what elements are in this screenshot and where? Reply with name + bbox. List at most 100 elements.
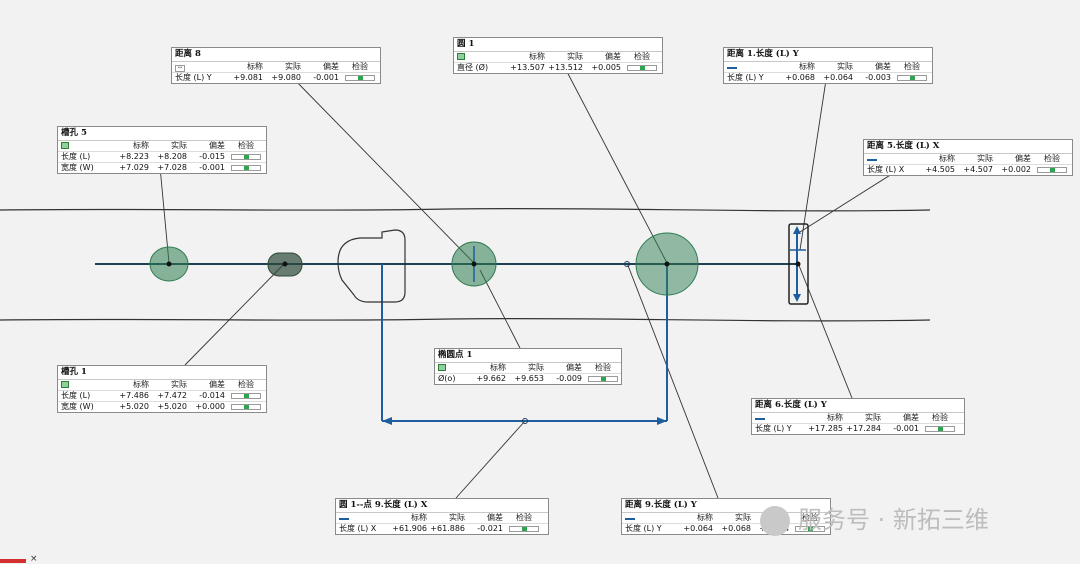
dim-arrow-right	[657, 417, 667, 425]
nominal-value: +8.223	[119, 152, 149, 161]
actual-value: +5.020	[157, 402, 187, 411]
col-deviation: 偏差	[1015, 154, 1031, 163]
actual-value: +7.028	[157, 163, 187, 172]
corner-red-marker	[0, 559, 26, 563]
tolerance-bar	[795, 526, 825, 532]
col-check: 检验	[634, 52, 650, 61]
callout-title: 槽孔 1	[58, 366, 266, 380]
deviation-value: -0.001	[199, 163, 225, 172]
dist-arrowhead-bottom	[793, 294, 801, 302]
callout-title: 槽孔 5	[58, 127, 266, 141]
col-actual: 实际	[865, 413, 881, 422]
tolerance-bar	[345, 75, 375, 81]
dim-arrow-left	[382, 417, 392, 425]
actual-value: +0.068	[721, 524, 751, 533]
nominal-value: +9.662	[476, 374, 506, 383]
row-label: 长度 (L) X	[867, 165, 905, 174]
row-label: 长度 (L) Y	[727, 73, 764, 82]
tolerance-bar	[231, 154, 261, 160]
leader-ellipse1	[479, 269, 521, 349]
row-label: Ø(o)	[438, 374, 456, 383]
deviation-value: +0.000	[195, 402, 225, 411]
deviation-value: -0.014	[199, 391, 225, 400]
callout-distance-5[interactable]: 距离 5.长度 (L) X 标称实际偏差检验 长度 (L) X+4.505+4.…	[863, 139, 1073, 176]
tolerance-bar	[1037, 167, 1067, 173]
leader-lines	[159, 67, 896, 499]
row-label: 直径 (Ø)	[457, 63, 489, 72]
part-cutout-outline	[337, 229, 406, 303]
callout-ellipse-1[interactable]: 椭圆点 1 标称实际偏差检验 Ø(o)+9.662+9.653-0.009	[434, 348, 622, 385]
nominal-value: +17.285	[808, 424, 843, 433]
deviation-value: -0.003	[865, 73, 891, 82]
watermark-text: 服务号 · 新拓三维	[798, 506, 989, 534]
point9	[624, 261, 630, 267]
col-check: 检验	[932, 413, 948, 422]
callout-circle1-point9[interactable]: 圆 1--点 9.长度 (L) X 标称实际偏差检验 长度 (L) X+61.9…	[335, 498, 549, 535]
deviation-value: -0.001	[893, 424, 919, 433]
callout-title: 距离 9.长度 (L) Y	[622, 499, 830, 513]
nominal-value: +5.020	[119, 402, 149, 411]
callout-circle-1[interactable]: 圆 1 标称实际偏差检验 直径 (Ø)+13.507+13.512+0.005	[453, 37, 663, 74]
col-actual: 实际	[735, 513, 751, 522]
actual-value: +61.886	[430, 524, 465, 533]
distance-icon	[339, 515, 349, 520]
col-check: 检验	[904, 62, 920, 71]
col-check: 检验	[516, 513, 532, 522]
col-actual: 实际	[528, 363, 544, 372]
close-icon[interactable]: ×	[30, 554, 38, 564]
col-check: 检验	[238, 380, 254, 389]
callout-distance-8[interactable]: 距离 8 ↔标称实际偏差检验 长度 (L) Y+9.081+9.080-0.00…	[171, 47, 381, 84]
tolerance-bar	[588, 376, 618, 382]
col-deviation: 偏差	[903, 413, 919, 422]
row-label: 宽度 (W)	[61, 402, 94, 411]
nominal-value: +9.081	[233, 73, 263, 82]
nominal-value: +0.064	[683, 524, 713, 533]
callout-slot-5[interactable]: 槽孔 5 标称实际偏差检验 长度 (L)+8.223+8.208-0.015 宽…	[57, 126, 267, 174]
row-label: 长度 (L)	[61, 391, 91, 400]
leader-circle1pt9	[455, 420, 526, 499]
deviation-value: -0.001	[313, 73, 339, 82]
leader-dist5	[799, 171, 896, 233]
leader-dist1	[799, 79, 827, 251]
circle-feature-icon	[457, 53, 465, 60]
distance-icon	[727, 64, 737, 69]
callout-distance-1[interactable]: 距离 1.长度 (L) Y 标称实际偏差检验 长度 (L) Y+0.068+0.…	[723, 47, 933, 84]
tolerance-bar	[627, 65, 657, 71]
row-label: 长度 (L)	[61, 152, 91, 161]
col-actual: 实际	[837, 62, 853, 71]
callout-slot-1[interactable]: 槽孔 1 标称实际偏差检验 长度 (L)+7.486+7.472-0.014 宽…	[57, 365, 267, 413]
deviation-value: -0.021	[477, 524, 503, 533]
tolerance-bar	[509, 526, 539, 532]
callout-title: 距离 1.长度 (L) Y	[724, 48, 932, 62]
col-check: 检验	[238, 141, 254, 150]
actual-value: +9.080	[271, 73, 301, 82]
slot-feature-icon	[61, 142, 69, 149]
col-nominal: 标称	[490, 363, 506, 372]
tolerance-bar	[897, 75, 927, 81]
col-deviation: 偏差	[323, 62, 339, 71]
leader-circle1	[564, 67, 668, 264]
callout-distance-6[interactable]: 距离 6.长度 (L) Y 标称实际偏差检验 长度 (L) Y+17.285+1…	[751, 398, 965, 435]
slot-feature-icon	[61, 381, 69, 388]
callout-title: 距离 8	[172, 48, 380, 62]
wechat-logo-icon	[760, 506, 790, 536]
col-deviation: 偏差	[566, 363, 582, 372]
col-deviation: 偏差	[209, 141, 225, 150]
callout-title: 圆 1	[454, 38, 662, 52]
actual-value: +13.512	[548, 63, 583, 72]
col-nominal: 标称	[827, 413, 843, 422]
tolerance-bar	[231, 393, 261, 399]
col-actual: 实际	[285, 62, 301, 71]
leader-slot1	[184, 262, 286, 366]
nominal-value: +61.906	[392, 524, 427, 533]
col-actual: 实际	[977, 154, 993, 163]
part-edge-top	[0, 207, 931, 212]
col-nominal: 标称	[799, 62, 815, 71]
leader-dist6	[797, 262, 853, 399]
nominal-value: +0.068	[785, 73, 815, 82]
col-nominal: 标称	[411, 513, 427, 522]
watermark: 服务号 · 新拓三维	[760, 500, 989, 536]
distance-icon	[625, 515, 635, 520]
col-check: 检验	[802, 513, 818, 522]
